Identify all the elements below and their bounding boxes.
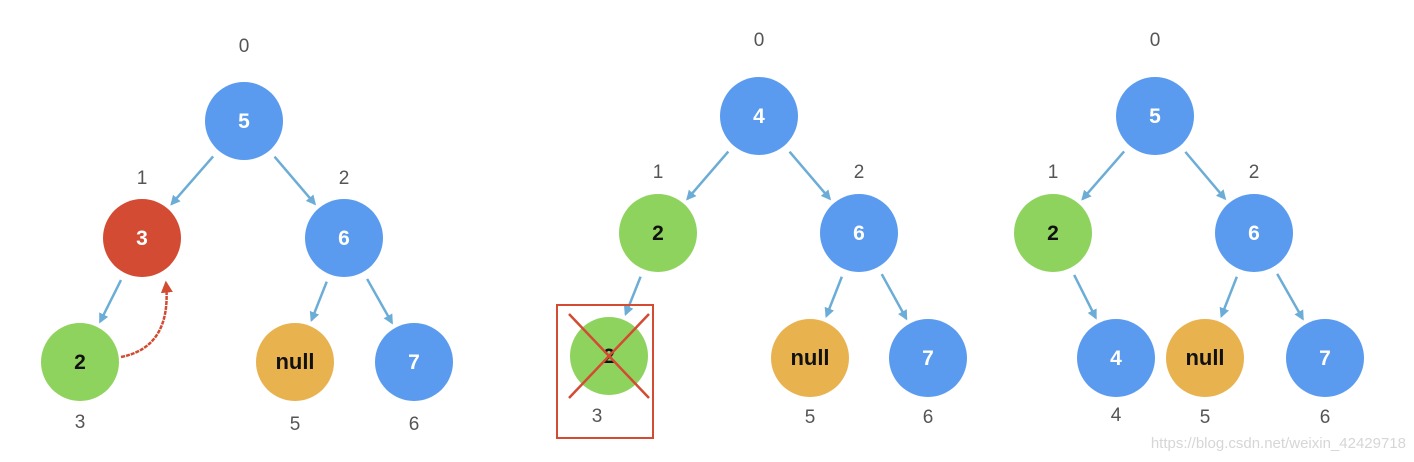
watermark: https://blog.csdn.net/weixin_42429718 [1150, 435, 1406, 452]
node-value: null [275, 349, 314, 374]
tree-node: 23 [41, 323, 119, 433]
node-value: 2 [1047, 222, 1059, 245]
tree-node: 21 [619, 162, 697, 272]
node-circle [1077, 319, 1155, 397]
edge-arrow [99, 279, 123, 324]
edge-arrow [788, 150, 832, 201]
node-circle [820, 194, 898, 272]
tree-node: 50 [1116, 30, 1194, 155]
node-value: 7 [408, 351, 420, 374]
node-circle [619, 194, 697, 272]
node-value: 2 [652, 222, 664, 245]
node-value: 6 [338, 227, 350, 250]
edge-arrow [1219, 276, 1239, 318]
node-value: 5 [1149, 105, 1161, 128]
node-circle [1215, 194, 1293, 272]
tree-node: 76 [889, 319, 967, 428]
edge-arrow [273, 155, 317, 206]
edge-arrow [1073, 274, 1097, 320]
cross-mark [568, 313, 650, 399]
node-circle [1286, 319, 1364, 397]
node-circle [205, 82, 283, 160]
node-index-label: 6 [1320, 407, 1331, 428]
nodes-layer: 50316223null57640216223null57650216244nu… [41, 30, 1364, 435]
node-index-label: 5 [1200, 407, 1211, 428]
node-circle [720, 77, 798, 155]
node-index-label: 2 [854, 162, 865, 183]
node-value: 3 [136, 227, 148, 250]
tree-node: null 5 [1166, 319, 1244, 428]
node-value: 4 [1110, 347, 1122, 370]
swap-arrow [120, 280, 173, 359]
node-index-label: 6 [923, 407, 934, 428]
node-circle [103, 199, 181, 277]
node-value: null [1185, 345, 1224, 370]
node-circle [1116, 77, 1194, 155]
edge-arrow [309, 281, 328, 323]
edge-arrow [623, 276, 642, 317]
tree-node: 50 [205, 36, 283, 160]
node-index-label: 1 [137, 168, 148, 189]
node-circle [771, 319, 849, 397]
tree-node: 31 [103, 168, 181, 277]
node-index-label: 0 [754, 30, 765, 51]
node-index-label: 5 [290, 414, 301, 435]
tree-node: 23 [570, 317, 648, 427]
edge-arrow [366, 278, 393, 325]
edge-arrow [824, 276, 844, 318]
edge-arrow [170, 155, 215, 206]
tree-node: 62 [1215, 162, 1293, 272]
node-value: 4 [753, 105, 765, 128]
node-circle [256, 323, 334, 401]
node-value: 7 [1319, 347, 1331, 370]
tree-node: 21 [1014, 162, 1092, 272]
node-value: 6 [1248, 222, 1260, 245]
edges-layer [99, 150, 1304, 325]
node-index-label: 2 [339, 168, 350, 189]
tree-node: 62 [820, 162, 898, 272]
node-index-label: 1 [1048, 162, 1059, 183]
edge-arrow [880, 273, 908, 321]
deleted-highlight-box [556, 304, 654, 439]
node-index-label: 3 [75, 412, 86, 433]
node-circle [41, 323, 119, 401]
node-value: 2 [74, 351, 86, 374]
edge-arrow [1081, 150, 1126, 201]
tree-node: 44 [1077, 319, 1155, 426]
node-index-label: 6 [409, 414, 420, 435]
node-index-label: 4 [1111, 405, 1122, 426]
node-index-label: 5 [805, 407, 816, 428]
tree-node: 40 [720, 30, 798, 155]
node-value: 5 [238, 110, 250, 133]
node-index-label: 3 [592, 406, 603, 427]
node-value: 6 [853, 222, 865, 245]
tree-node: null 5 [771, 319, 849, 428]
node-circle [1166, 319, 1244, 397]
node-index-label: 1 [653, 162, 664, 183]
node-index-label: 0 [1150, 30, 1161, 51]
tree-node: 76 [1286, 319, 1364, 428]
annotation-layer [120, 280, 654, 439]
edge-arrow [1276, 273, 1304, 321]
node-circle [889, 319, 967, 397]
node-value: null [790, 345, 829, 370]
node-circle [1014, 194, 1092, 272]
node-index-label: 2 [1249, 162, 1260, 183]
node-circle [375, 323, 453, 401]
tree-node: 76 [375, 323, 453, 435]
edge-arrow [1184, 151, 1227, 201]
edge-arrow [686, 150, 730, 201]
node-value: 7 [922, 347, 934, 370]
node-circle [305, 199, 383, 277]
node-index-label: 0 [239, 36, 250, 57]
tree-node: 62 [305, 168, 383, 277]
tree-node: null 5 [256, 323, 334, 435]
